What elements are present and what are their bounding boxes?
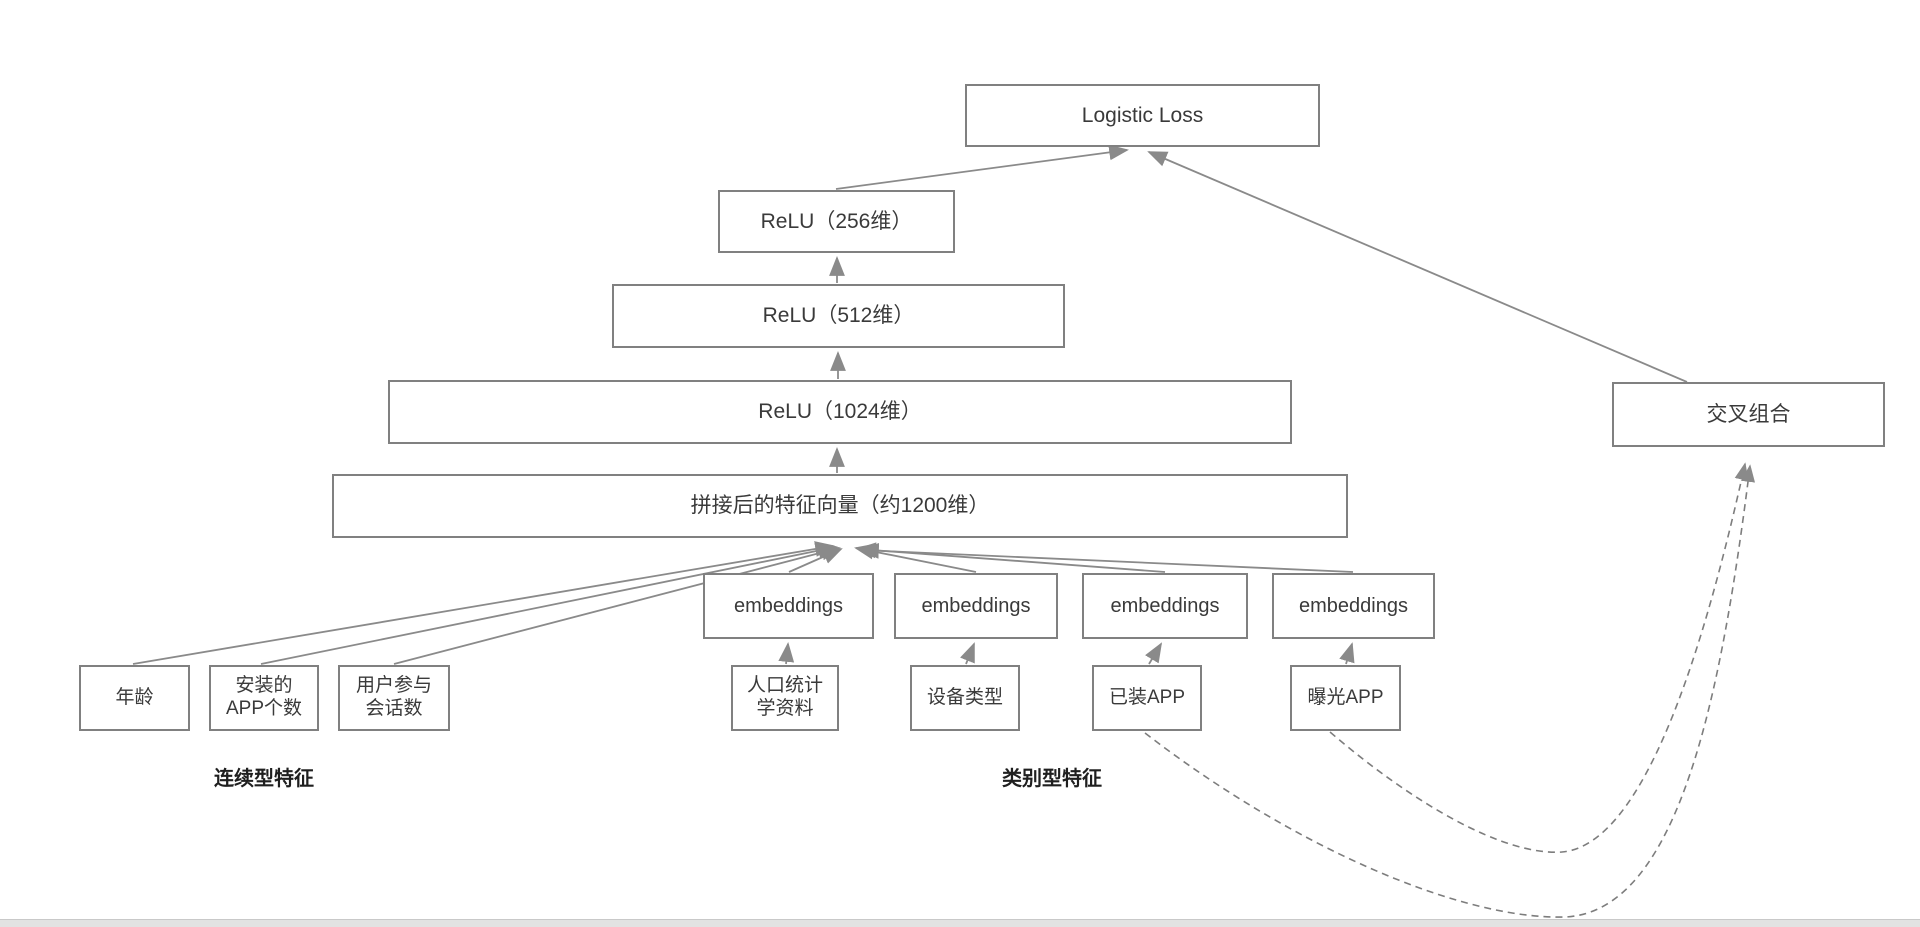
node-device-type: 设备类型 — [910, 665, 1020, 731]
edge-age-to-concat — [132, 541, 835, 665]
edge-instapp-to-emb3 — [1145, 642, 1163, 665]
node-concat-feature-vector: 拼接后的特征向量（约1200维） — [332, 474, 1348, 538]
edge-sessions-to-concat — [393, 544, 841, 665]
edge-device-to-emb2 — [960, 642, 975, 665]
edge-relu256-to-loss — [835, 144, 1129, 190]
node-cross-combination: 交叉组合 — [1612, 382, 1885, 447]
node-logistic-loss: Logistic Loss — [965, 84, 1320, 147]
edge-instapp-to-cross-dashed — [1144, 464, 1756, 918]
node-user-engagement-sessions: 用户参与 会话数 — [338, 665, 450, 731]
edge-emb4-to-concat — [859, 542, 1354, 573]
edge-emb1-to-concat — [788, 548, 843, 573]
edge-impapp-to-cross-dashed — [1329, 462, 1749, 853]
edge-demo-to-emb1 — [778, 642, 795, 665]
bottom-window-edge — [0, 919, 1920, 927]
node-impression-app: 曝光APP — [1290, 665, 1401, 731]
node-installed-app-count: 安装的 APP个数 — [209, 665, 319, 731]
node-relu-1024: ReLU（1024维） — [388, 380, 1292, 444]
node-age: 年龄 — [79, 665, 190, 731]
node-installed-app: 已装APP — [1092, 665, 1202, 731]
node-embeddings-impression-app: embeddings — [1272, 573, 1435, 639]
node-embeddings-installed-app: embeddings — [1082, 573, 1248, 639]
node-demographics: 人口统计 学资料 — [731, 665, 839, 731]
label-categorical-features: 类别型特征 — [1002, 768, 1102, 790]
node-embeddings-demographics: embeddings — [703, 573, 874, 639]
node-embeddings-device-type: embeddings — [894, 573, 1058, 639]
node-relu-256: ReLU（256维） — [718, 190, 955, 253]
node-relu-512: ReLU（512维） — [612, 284, 1065, 348]
edge-installedcount-to-concat — [260, 542, 838, 665]
edge-impapp-to-emb4 — [1339, 642, 1355, 665]
edge-cross-to-loss — [1147, 151, 1688, 383]
label-continuous-features: 连续型特征 — [214, 768, 314, 790]
